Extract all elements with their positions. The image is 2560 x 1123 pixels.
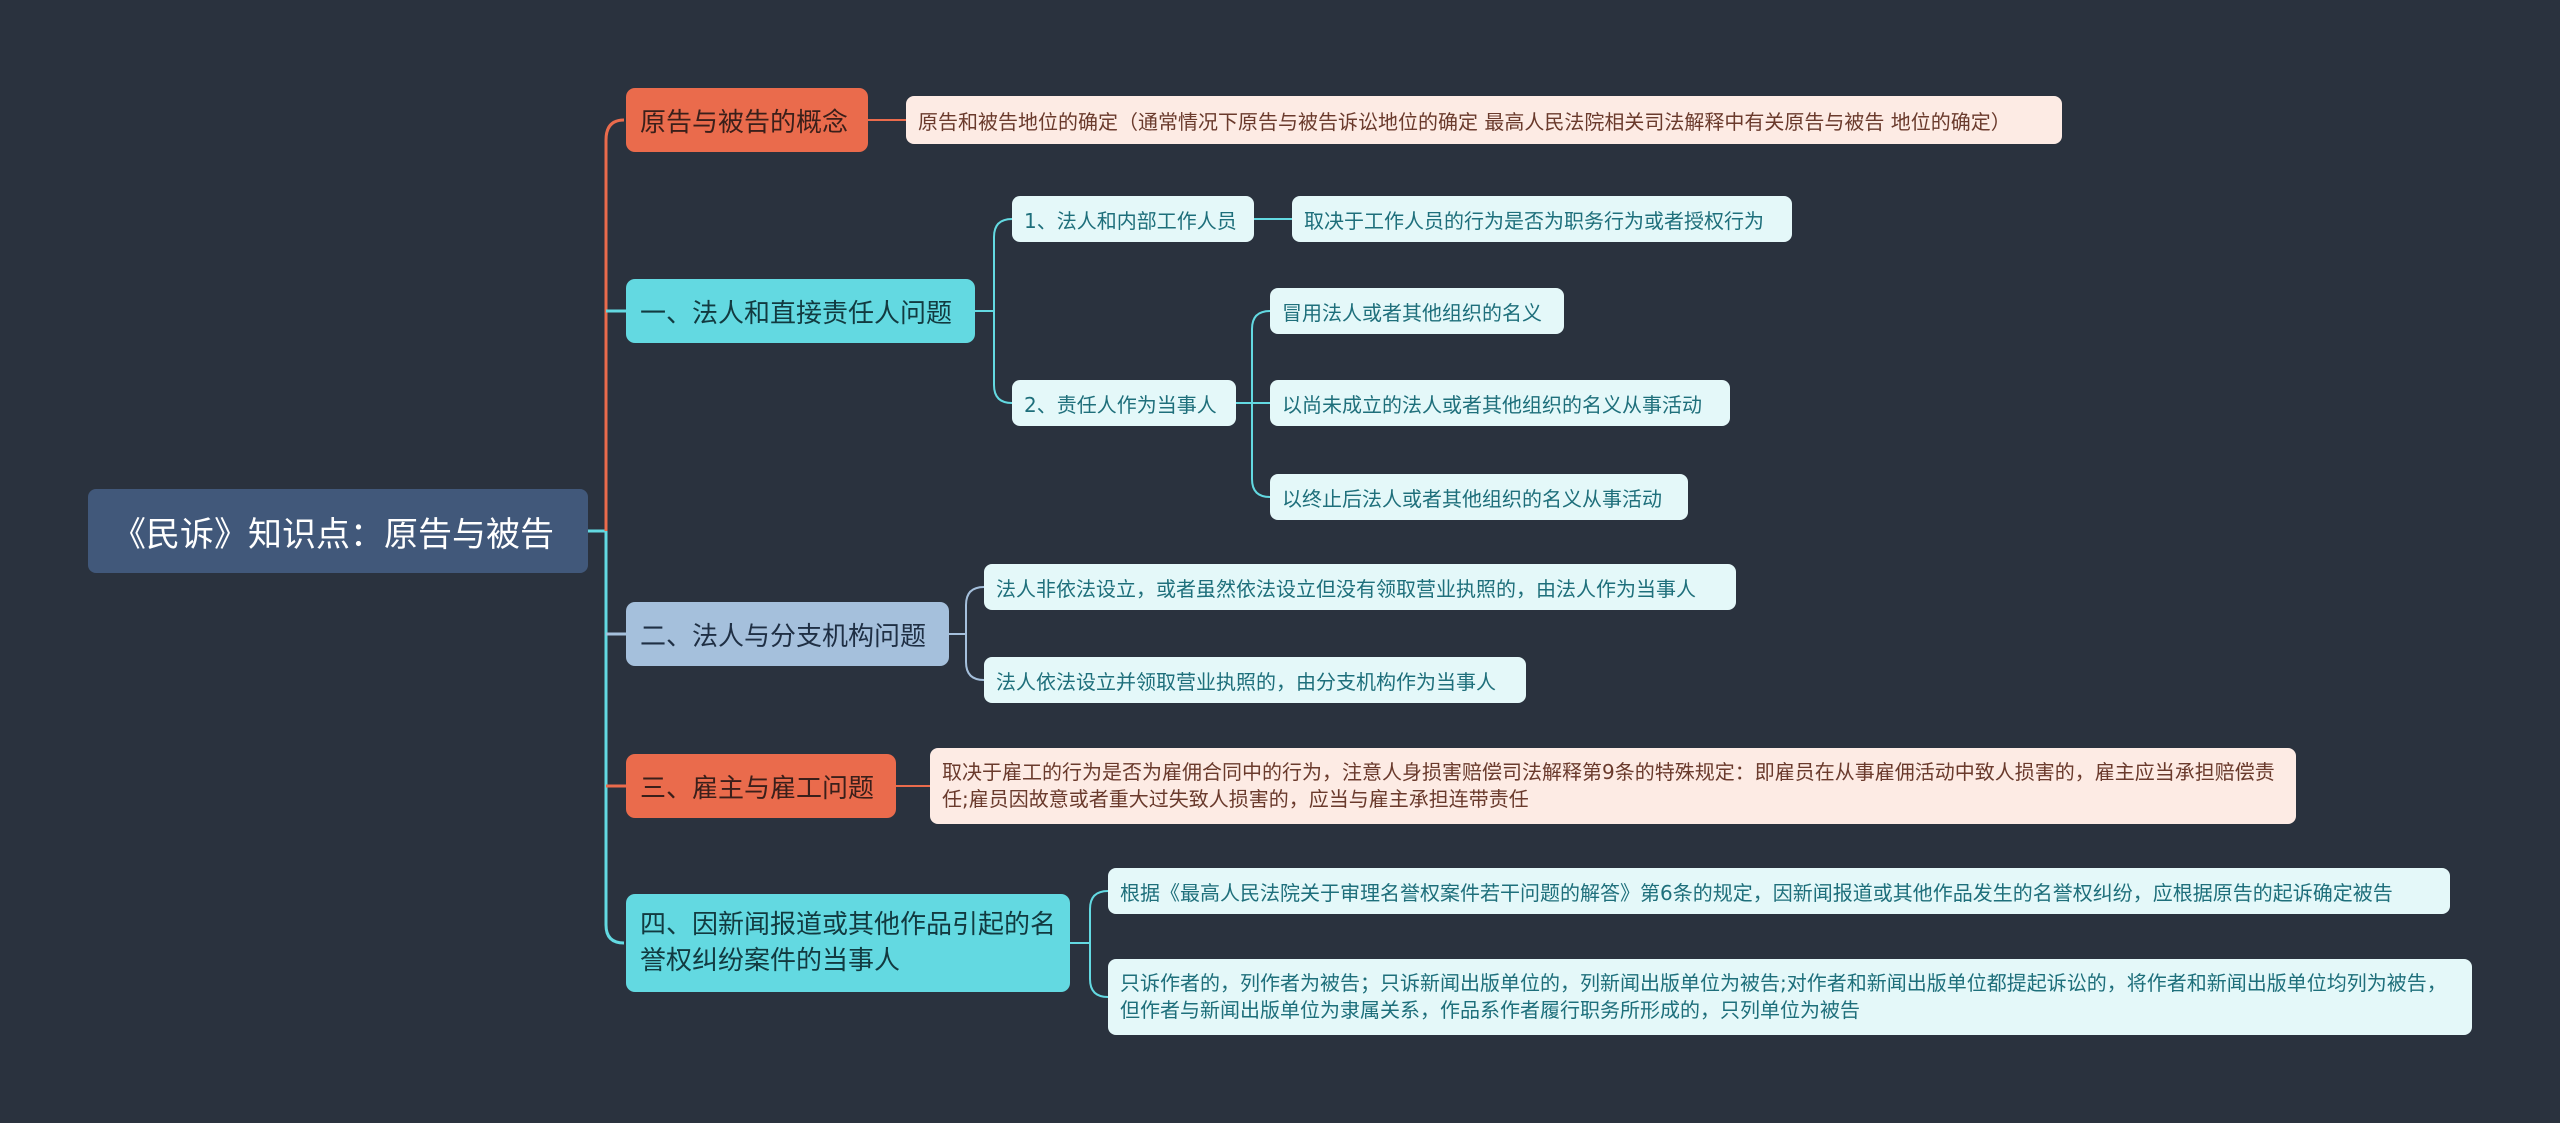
- root-topic-label: 《民诉》知识点：原告与被告: [112, 514, 554, 555]
- branch-employer-label: 三、雇主与雇工问题: [640, 773, 875, 804]
- connector-b5-leaves: [1089, 890, 1109, 998]
- branch-concept[interactable]: 原告与被告的概念: [626, 88, 868, 152]
- leaf-responsible-2-text: 以尚未成立的法人或者其他组织的名义从事活动: [1282, 392, 1702, 417]
- sub-internal-staff[interactable]: 1、法人和内部工作人员: [1012, 196, 1254, 242]
- sub-internal-staff-label: 1、法人和内部工作人员: [1024, 208, 1237, 233]
- leaf-branch-office-1[interactable]: 法人非依法设立，或者虽然依法设立但没有领取营业执照的，由法人作为当事人: [984, 564, 1736, 610]
- leaf-employer-text: 取决于雇工的行为是否为雇佣合同中的行为，注意人身损害赔偿司法解释第9条的特殊规定…: [942, 760, 2275, 811]
- leaf-responsible-1-text: 冒用法人或者其他组织的名义: [1282, 300, 1542, 325]
- leaf-concept-text: 原告和被告地位的确定（通常情况下原告与被告诉讼地位的确定 最高人民法院相关司法解…: [918, 109, 2011, 134]
- leaf-branch-office-1-text: 法人非依法设立，或者虽然依法设立但没有领取营业执照的，由法人作为当事人: [996, 576, 1696, 601]
- branch-branch-office[interactable]: 二、法人与分支机构问题: [626, 602, 949, 666]
- branch-legal-person-label: 一、法人和直接责任人问题: [640, 298, 953, 329]
- leaf-concept[interactable]: 原告和被告地位的确定（通常情况下原告与被告诉讼地位的确定 最高人民法院相关司法解…: [906, 96, 2062, 144]
- sub-responsible-party[interactable]: 2、责任人作为当事人: [1012, 380, 1236, 426]
- connector-trunk-red: [604, 118, 625, 531]
- leaf-responsible-3[interactable]: 以终止后法人或者其他组织的名义从事活动: [1270, 474, 1688, 520]
- branch-reputation-label: 四、因新闻报道或其他作品引起的名誉权纠纷案件的当事人: [640, 910, 1057, 976]
- leaf-reputation-1-text: 根据《最高人民法院关于审理名誉权案件若干问题的解答》第6条的规定，因新闻报道或其…: [1120, 880, 2393, 905]
- leaf-reputation-2[interactable]: 只诉作者的，列作者为被告；只诉新闻出版单位的，列新闻出版单位为被告;对作者和新闻…: [1108, 959, 2472, 1035]
- connector-b2-sub2-leaves: [1251, 310, 1271, 498]
- leaf-internal-staff[interactable]: 取决于工作人员的行为是否为职务行为或者授权行为: [1292, 196, 1792, 242]
- branch-reputation[interactable]: 四、因新闻报道或其他作品引起的名誉权纠纷案件的当事人: [626, 894, 1070, 992]
- leaf-responsible-1[interactable]: 冒用法人或者其他组织的名义: [1270, 288, 1564, 334]
- connector-b2-sub1: [993, 218, 1013, 404]
- leaf-reputation-1[interactable]: 根据《最高人民法院关于审理名誉权案件若干问题的解答》第6条的规定，因新闻报道或其…: [1108, 868, 2450, 914]
- branch-concept-label: 原告与被告的概念: [640, 107, 849, 138]
- connector-trunk-cyan: [604, 531, 625, 945]
- leaf-branch-office-2-text: 法人依法设立并领取营业执照的，由分支机构作为当事人: [996, 669, 1496, 694]
- branch-employer[interactable]: 三、雇主与雇工问题: [626, 754, 896, 818]
- leaf-reputation-2-text: 只诉作者的，列作者为被告；只诉新闻出版单位的，列新闻出版单位为被告;对作者和新闻…: [1120, 971, 2447, 1022]
- branch-legal-person[interactable]: 一、法人和直接责任人问题: [626, 279, 975, 343]
- leaf-internal-staff-text: 取决于工作人员的行为是否为职务行为或者授权行为: [1304, 208, 1764, 233]
- root-topic[interactable]: 《民诉》知识点：原告与被告: [88, 489, 588, 573]
- connector-b3-leaves: [965, 586, 985, 681]
- leaf-branch-office-2[interactable]: 法人依法设立并领取营业执照的，由分支机构作为当事人: [984, 657, 1526, 703]
- leaf-responsible-2[interactable]: 以尚未成立的法人或者其他组织的名义从事活动: [1270, 380, 1730, 426]
- leaf-responsible-3-text: 以终止后法人或者其他组织的名义从事活动: [1282, 486, 1662, 511]
- sub-responsible-party-label: 2、责任人作为当事人: [1024, 392, 1217, 417]
- leaf-employer[interactable]: 取决于雇工的行为是否为雇佣合同中的行为，注意人身损害赔偿司法解释第9条的特殊规定…: [930, 748, 2296, 824]
- branch-branch-office-label: 二、法人与分支机构问题: [640, 621, 927, 652]
